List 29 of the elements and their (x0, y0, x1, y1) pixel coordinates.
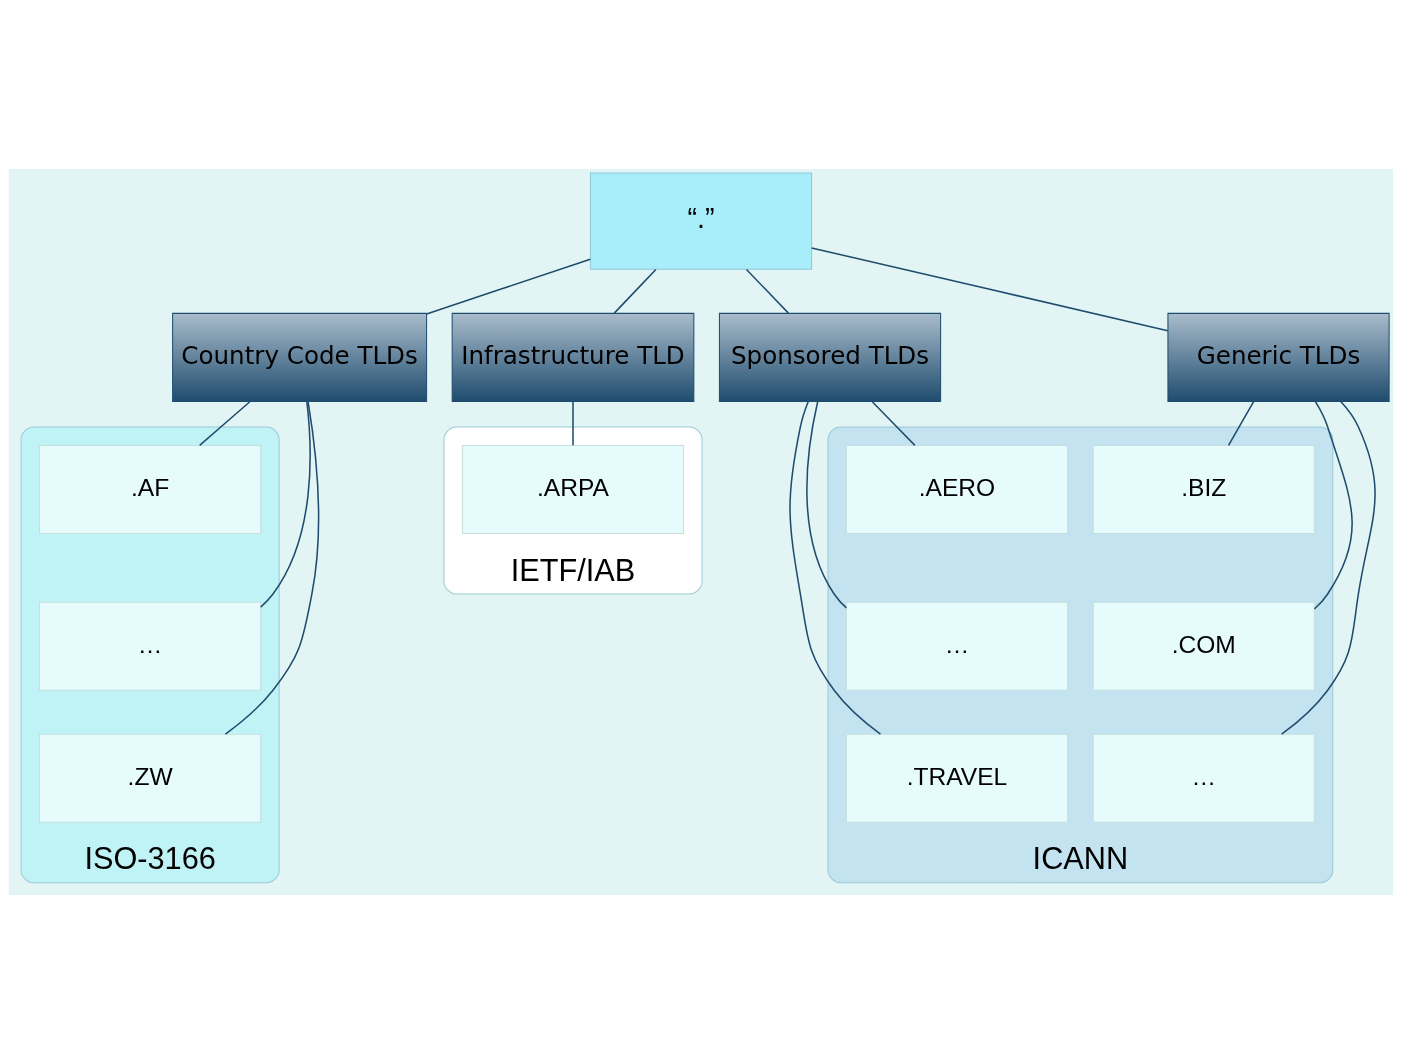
connector (806, 400, 848, 609)
node-box: .AERO (845, 444, 1069, 534)
connector (224, 400, 320, 735)
node-box: .TRAVEL (845, 733, 1069, 823)
node-box: “.” (589, 172, 813, 270)
connector (1227, 400, 1255, 446)
node-box: Generic TLDs (1167, 312, 1390, 402)
connector (871, 400, 916, 446)
node-box: Sponsored TLDs (718, 312, 942, 402)
node-box: … (39, 601, 262, 691)
connector (613, 268, 657, 314)
node-box: … (1092, 733, 1315, 823)
connector (572, 400, 574, 446)
connector (198, 400, 251, 446)
connector (259, 400, 311, 608)
connector (810, 246, 1169, 331)
connector (425, 258, 592, 315)
connector (745, 268, 790, 314)
node-box: .ARPA (461, 444, 685, 534)
connector (1313, 400, 1353, 610)
connector (1280, 400, 1376, 735)
node-box: .ZW (39, 733, 262, 823)
node-box: .AF (39, 444, 262, 534)
node-box: Infrastructure TLD (451, 312, 695, 402)
node-box: .BIZ (1092, 444, 1315, 534)
node-box: … (845, 601, 1069, 691)
node-box: Country Code TLDs (172, 312, 428, 402)
node-box: .COM (1092, 601, 1315, 691)
connector (789, 400, 882, 735)
